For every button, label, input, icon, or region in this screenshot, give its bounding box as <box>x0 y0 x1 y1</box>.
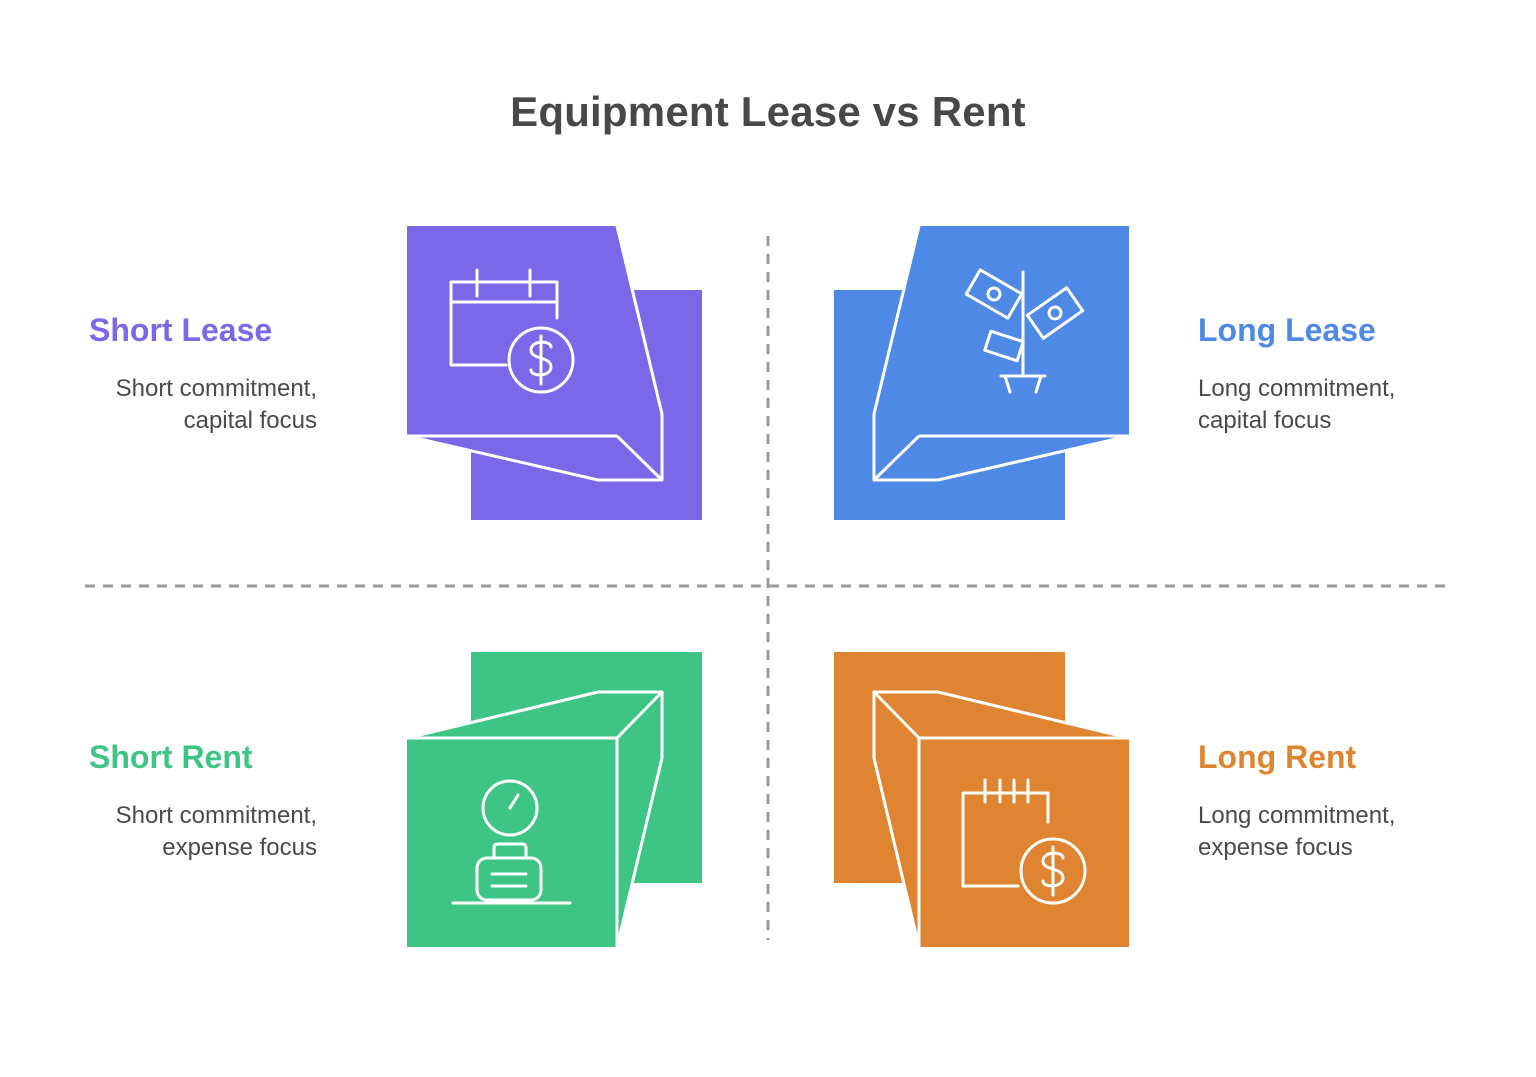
long-rent-title: Long Rent <box>1198 739 1357 775</box>
long-rent-desc-line2: expense focus <box>1198 834 1353 861</box>
short-lease-front-square <box>407 226 617 436</box>
long-lease-title: Long Lease <box>1198 312 1376 348</box>
short-lease-cube <box>406 225 702 520</box>
short-lease-desc-line2: capital focus <box>183 407 317 434</box>
clock-briefcase-icon <box>451 779 572 905</box>
short-rent-side-face <box>617 692 662 947</box>
long-lease-desc-line2: capital focus <box>1198 407 1332 434</box>
money-plant-icon <box>964 268 1085 394</box>
long-lease-cube-edges <box>872 225 1130 482</box>
long-lease-desc-line1: Long commitment, <box>1198 375 1396 402</box>
long-lease-bottom-face <box>874 436 1129 480</box>
short-lease-cube-edges <box>406 225 664 482</box>
long-lease-cube <box>834 225 1130 520</box>
long-rent-description: Long commitment, expense focus <box>1198 800 1498 864</box>
long-rent-top-face <box>874 692 1129 738</box>
short-rent-desc-line1: Short commitment, <box>115 802 317 829</box>
long-rent-side-face <box>874 692 919 947</box>
long-rent-front-square <box>919 738 1129 947</box>
short-rent-title: Short Rent <box>89 739 253 775</box>
long-lease-side-face <box>874 226 919 480</box>
short-lease-desc-line1: Short commitment, <box>115 375 317 402</box>
short-rent-top-face <box>407 692 662 738</box>
short-rent-desc-line2: expense focus <box>162 834 317 861</box>
short-rent-cube-edges <box>405 690 664 948</box>
long-rent-desc-line1: Long commitment, <box>1198 802 1396 829</box>
page-title: Equipment Lease vs Rent <box>510 88 1026 135</box>
short-rent-cube <box>405 652 702 948</box>
short-lease-title: Short Lease <box>89 312 273 348</box>
long-lease-description: Long commitment, capital focus <box>1198 373 1498 437</box>
short-lease-description: Short commitment, capital focus <box>60 373 317 437</box>
long-rent-cube <box>834 652 1131 948</box>
calendar-dollar-icon <box>449 268 575 394</box>
short-lease-side-face <box>617 226 662 480</box>
long-rent-cube-edges <box>872 690 1131 948</box>
short-rent-description: Short commitment, expense focus <box>60 800 317 864</box>
short-lease-bottom-face <box>407 436 662 480</box>
calendar-dollar-icon <box>961 778 1087 905</box>
